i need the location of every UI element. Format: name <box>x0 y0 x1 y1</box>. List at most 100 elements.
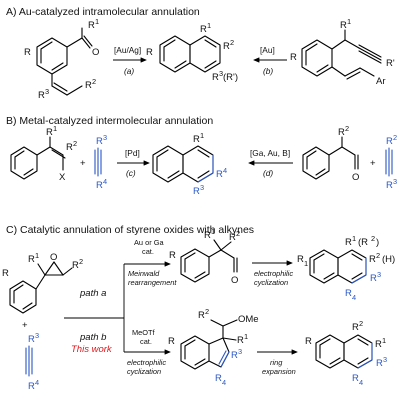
svg-text:R: R <box>386 180 393 191</box>
svg-text:X: X <box>59 172 66 183</box>
section-c-branch-lines <box>64 261 171 355</box>
section-c-aldehyde: R R 1 R 2 O <box>169 227 240 286</box>
svg-text:R: R <box>352 322 359 333</box>
svg-text:2: 2 <box>371 234 375 243</box>
reagent-ga-au-b: [Ga, Au, B] <box>250 148 290 158</box>
svg-text:(H): (H) <box>382 254 395 265</box>
svg-text:3: 3 <box>219 69 223 78</box>
svg-text:1: 1 <box>207 21 211 30</box>
svg-text:O: O <box>231 275 238 286</box>
path-a-label: path a <box>79 288 106 299</box>
label-d: (d) <box>263 168 273 178</box>
svg-text:1: 1 <box>244 332 248 341</box>
svg-text:Ar: Ar <box>376 76 386 87</box>
reagent-au: [Au] <box>260 45 275 55</box>
svg-text:1: 1 <box>211 227 215 236</box>
svg-text:R: R <box>2 268 9 279</box>
svg-text:1: 1 <box>35 251 39 260</box>
reagent-pd: [Pd] <box>125 148 140 158</box>
reagent-au-ag: [Au/Ag] <box>114 45 141 55</box>
svg-text:R: R <box>72 260 79 271</box>
svg-text:R: R <box>212 72 219 83</box>
svg-text:1: 1 <box>53 124 57 133</box>
svg-text:R: R <box>193 186 200 197</box>
svg-text:R: R <box>96 180 103 191</box>
svg-text:2: 2 <box>359 319 363 328</box>
svg-text:R: R <box>376 358 383 369</box>
section-b-alkyne-1: R 3 R 4 <box>94 133 107 191</box>
section-c-indene: R R 2 OMe R 1 R 3 R 4 <box>168 307 259 387</box>
label-c: (c) <box>126 168 136 178</box>
svg-text:R: R <box>66 142 73 153</box>
section-a-substrate-1: R R 1 O R 3 R 2 <box>24 17 99 101</box>
svg-text:3: 3 <box>383 355 387 364</box>
section-c-alkyne: R 3 R 4 <box>25 331 39 392</box>
svg-text:R: R <box>169 250 176 261</box>
svg-text:1: 1 <box>95 17 99 26</box>
label-a: (a) <box>124 66 134 76</box>
svg-text:): ) <box>376 237 379 248</box>
section-c-title: C) Catalytic annulation of styrene oxide… <box>6 224 254 236</box>
svg-text:R: R <box>24 47 31 58</box>
svg-text:2: 2 <box>393 133 397 142</box>
section-b-substrate-2: R 2 O <box>302 124 359 183</box>
svg-text:4: 4 <box>35 378 39 387</box>
svg-text:R: R <box>96 136 103 147</box>
plus-c: + <box>22 320 28 331</box>
section-c-product-a: R 1 R 1 (R 2 ) R 2 (H) R 3 R 4 <box>297 234 395 302</box>
svg-text:R: R <box>345 288 352 299</box>
svg-text:R: R <box>345 237 352 248</box>
svg-text:R: R <box>290 52 297 63</box>
label-b: (b) <box>263 66 273 76</box>
svg-text:R: R <box>88 20 95 31</box>
svg-text:2: 2 <box>345 124 349 133</box>
svg-text:O: O <box>50 252 57 263</box>
svg-text:3: 3 <box>45 87 49 96</box>
svg-text:R: R <box>340 20 347 31</box>
svg-text:R: R <box>215 373 222 384</box>
carbonyl-o: O <box>92 47 99 58</box>
this-work-label: This work <box>71 344 113 355</box>
svg-text:R: R <box>28 254 35 265</box>
svg-text:2: 2 <box>79 257 83 266</box>
ring-2: expansion <box>262 367 296 376</box>
svg-text:3: 3 <box>393 177 397 186</box>
svg-text:2: 2 <box>205 307 209 316</box>
svg-text:(R: (R <box>358 237 368 248</box>
svg-text:R: R <box>28 334 35 345</box>
cat-b-2: cat. <box>140 337 152 346</box>
cat-a-2: cat. <box>142 247 154 256</box>
svg-text:1: 1 <box>347 17 351 26</box>
section-c-epoxide: R O R 1 R 2 <box>2 251 83 314</box>
section-a-substrate-2: R R 1 R' Ar <box>290 17 395 87</box>
svg-text:R: R <box>198 310 205 321</box>
svg-text:R: R <box>386 136 393 147</box>
section-b-alkyne-2: R 2 R 3 <box>385 133 397 191</box>
svg-text:R: R <box>200 24 207 35</box>
svg-text:3: 3 <box>377 270 381 279</box>
svg-text:O: O <box>352 172 359 183</box>
svg-text:R: R <box>229 232 236 243</box>
svg-text:R: R <box>223 41 230 52</box>
svg-text:R: R <box>297 254 304 265</box>
svg-text:4: 4 <box>359 378 363 387</box>
svg-text:R: R <box>375 339 382 350</box>
section-b-substrate-1: R 1 R 2 X <box>10 124 77 183</box>
svg-text:2: 2 <box>73 139 77 148</box>
svg-text:3: 3 <box>238 347 242 356</box>
svg-text:2: 2 <box>376 251 380 260</box>
cat-b-1: MeOTf <box>132 328 156 337</box>
svg-text:1: 1 <box>382 336 386 345</box>
svg-text:R: R <box>370 273 377 284</box>
svg-text:4: 4 <box>103 177 107 186</box>
svg-text:1: 1 <box>200 131 204 140</box>
svg-text:(R'): (R') <box>223 72 238 83</box>
svg-text:R: R <box>231 350 238 361</box>
svg-text:R: R <box>146 47 153 58</box>
section-a-title: A) Au-catalyzed intramolecular annulatio… <box>6 6 200 18</box>
section-c-product-b: R R 2 R 1 R 3 R 4 <box>305 319 387 387</box>
electro-a-2: cyclization <box>254 278 288 287</box>
svg-text:R: R <box>204 230 211 241</box>
section-b-product: R 1 R 4 R 3 <box>152 131 227 197</box>
